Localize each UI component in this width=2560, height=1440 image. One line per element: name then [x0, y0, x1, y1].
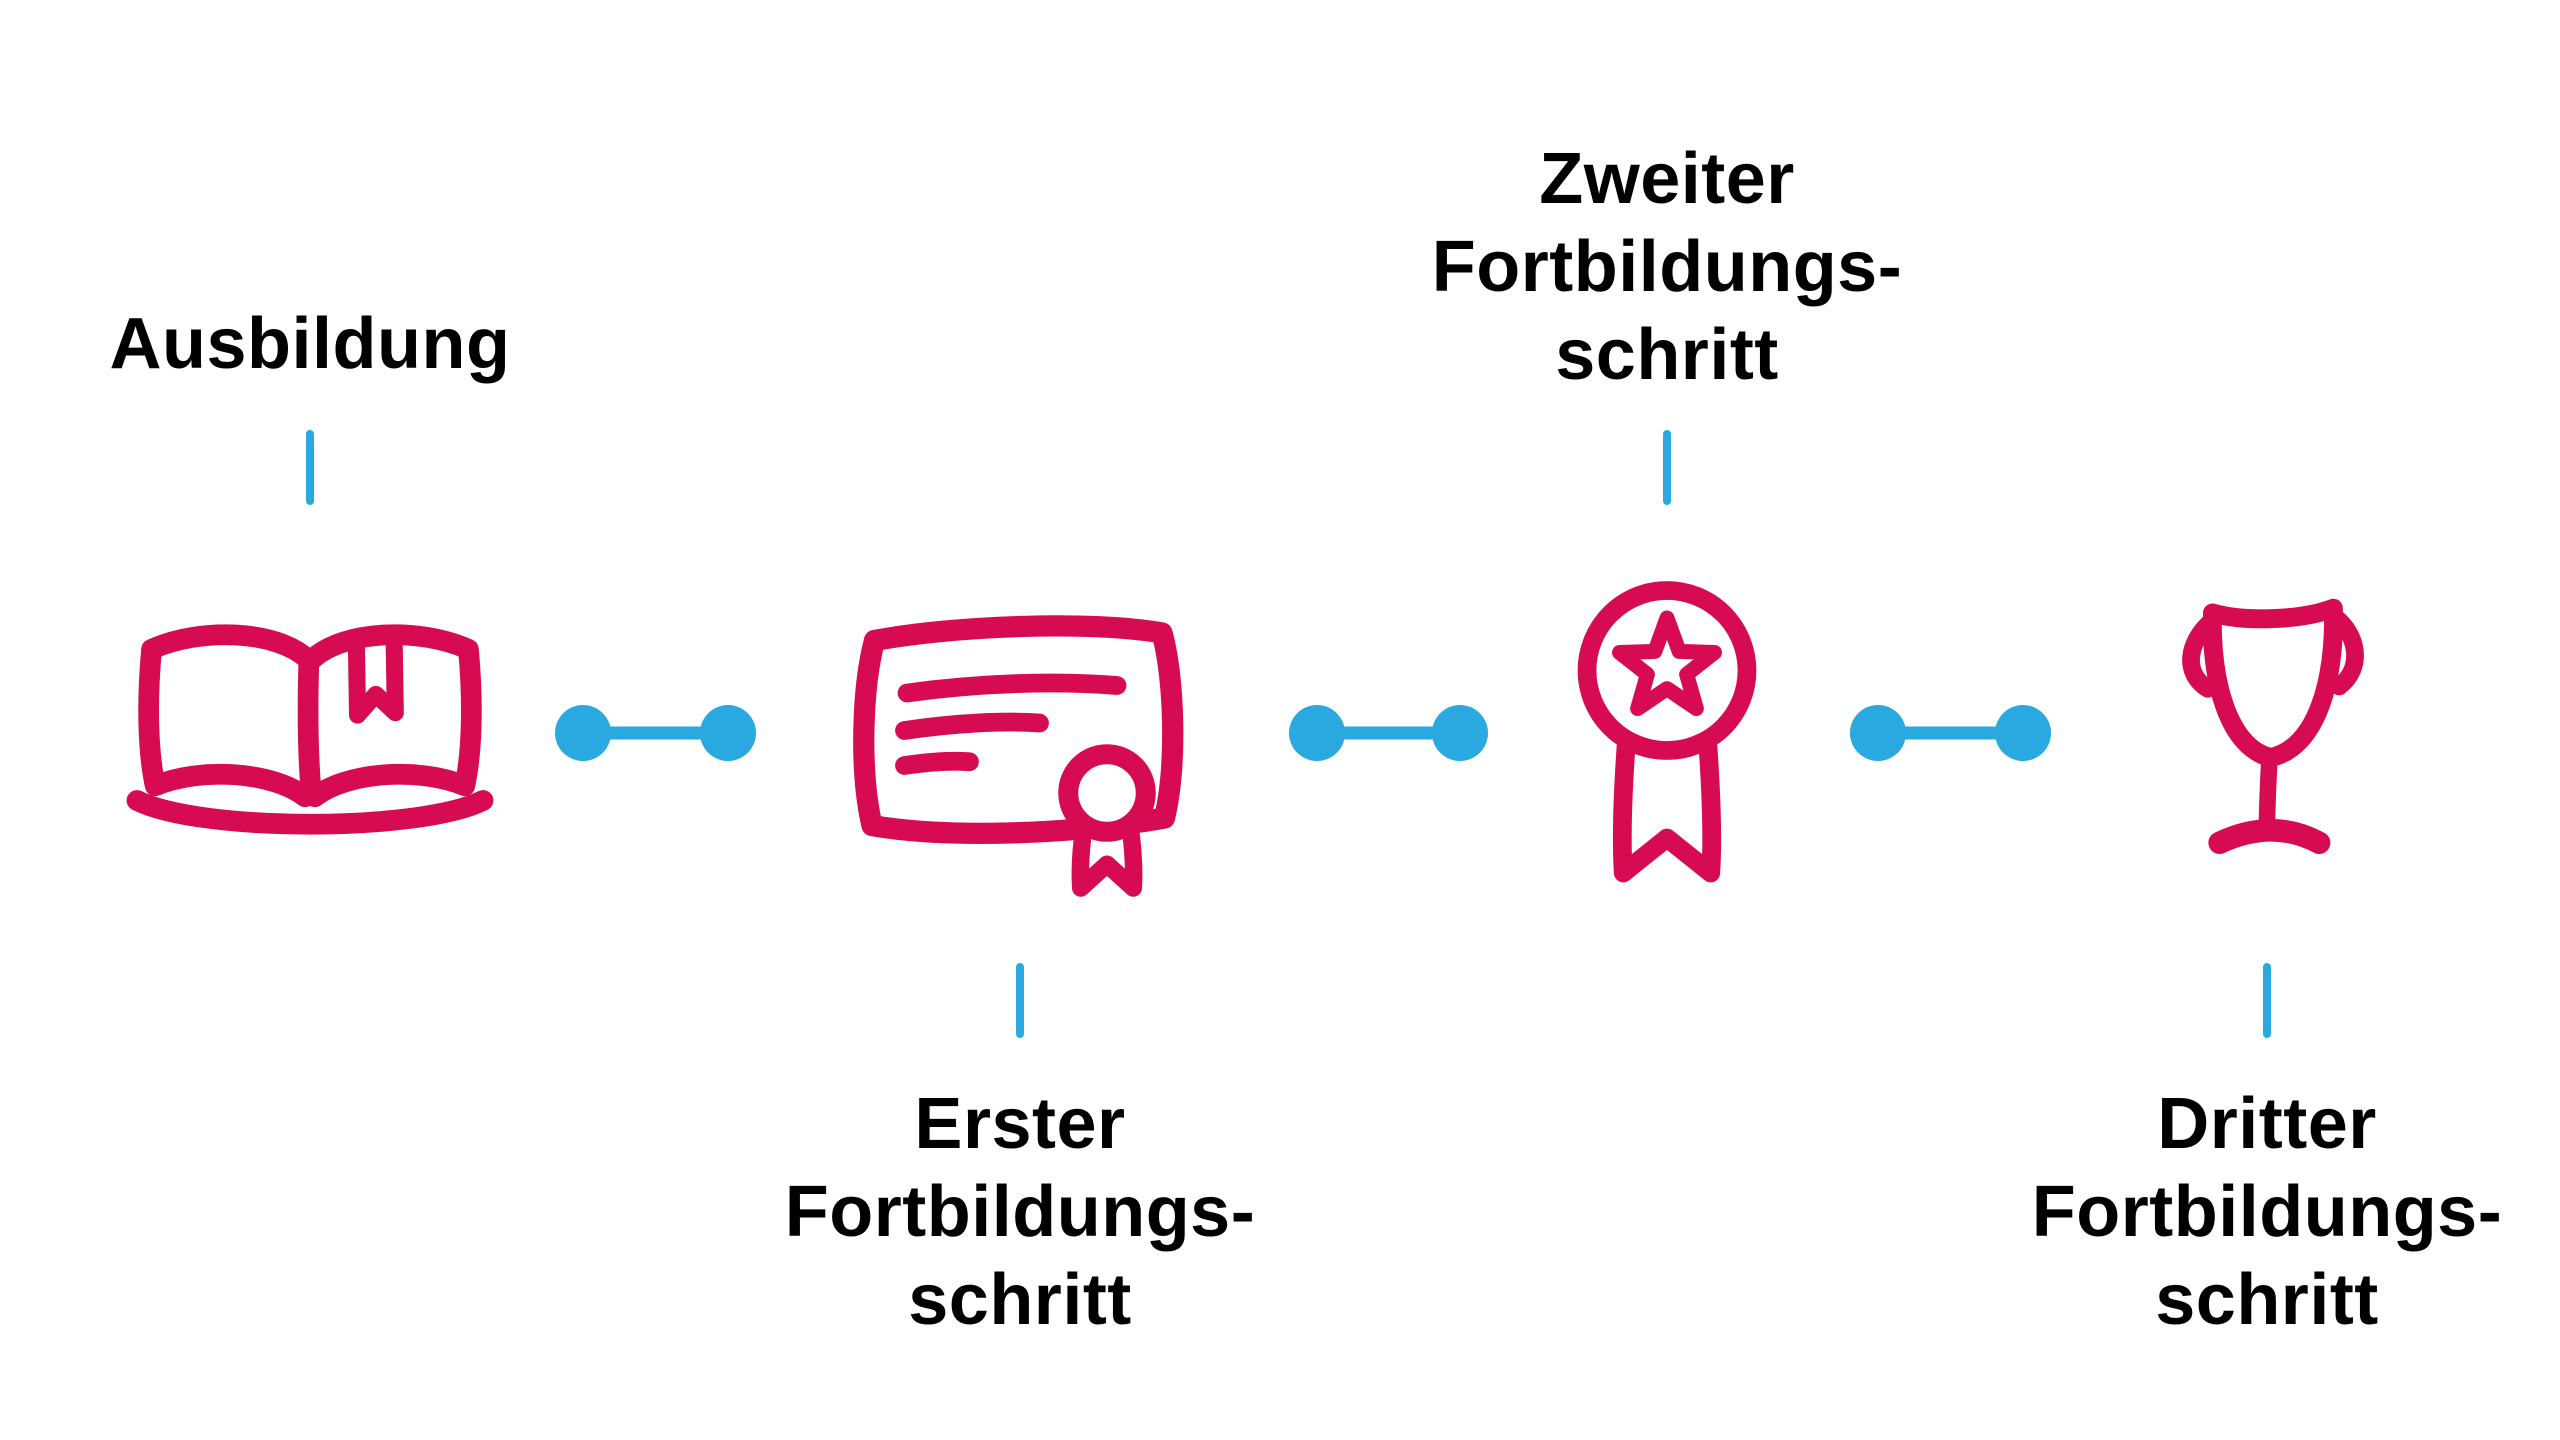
connector-3: [1850, 705, 2051, 761]
tick-line-zweiter: [1663, 430, 1671, 505]
step-label-erster: Erster Fortbildungs- schritt: [785, 1080, 1255, 1344]
label-line: Fortbildungs-: [1431, 227, 1903, 307]
label-line: Dritter: [2157, 1084, 2377, 1164]
connector-dot: [1850, 705, 1906, 761]
connector-dot: [1995, 705, 2051, 761]
label-line: Ausbildung: [109, 304, 511, 384]
tick-line-erster: [1016, 963, 1024, 1038]
label-line: schritt: [2155, 1260, 2379, 1340]
trophy-icon: [2113, 570, 2421, 926]
step-label-zweiter: Zweiter Fortbildungs- schritt: [1432, 135, 1902, 399]
connector-2: [1289, 705, 1488, 761]
connector-dot: [555, 705, 611, 761]
connector-dot: [1289, 705, 1345, 761]
certificate-icon: [817, 578, 1217, 903]
medal-star-icon: [1542, 558, 1792, 908]
tick-line-ausbildung: [306, 430, 314, 505]
connector-line: [575, 726, 736, 740]
label-line: Erster: [914, 1084, 1126, 1164]
label-line: Fortbildungs-: [784, 1172, 1256, 1252]
connector-line: [1309, 726, 1468, 740]
label-line: schritt: [1555, 315, 1779, 395]
step-label-ausbildung: Ausbildung: [110, 300, 511, 388]
tick-line-dritter: [2263, 963, 2271, 1038]
label-line: Fortbildungs-: [2031, 1172, 2503, 1252]
label-line: Zweiter: [1539, 139, 1795, 219]
connector-dot: [1432, 705, 1488, 761]
step-label-dritter: Dritter Fortbildungs- schritt: [2032, 1080, 2502, 1344]
connector-dot: [700, 705, 756, 761]
open-book-icon: [115, 593, 505, 886]
connector-1: [555, 705, 756, 761]
connector-line: [1870, 726, 2031, 740]
label-line: schritt: [908, 1260, 1132, 1340]
